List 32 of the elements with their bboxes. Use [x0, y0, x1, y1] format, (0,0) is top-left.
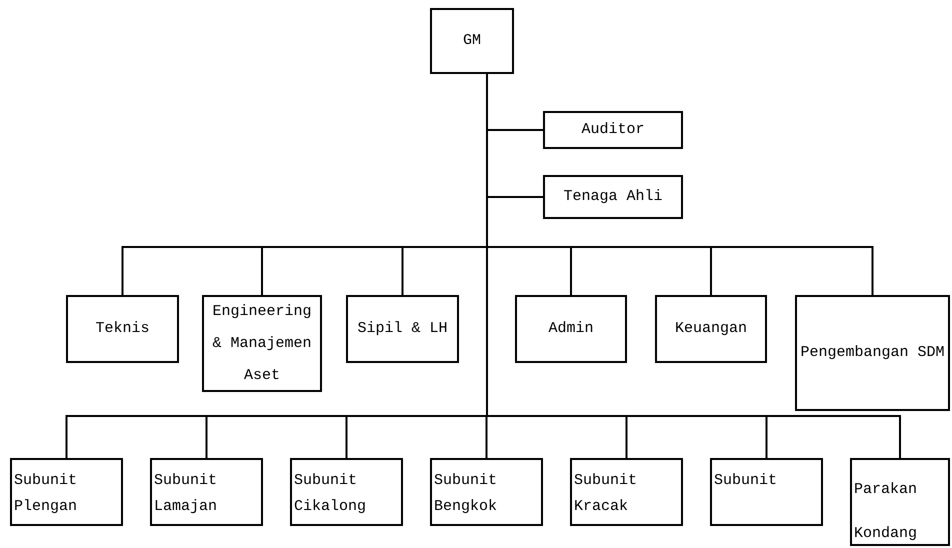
org-box	[570, 458, 683, 526]
org-box	[430, 8, 514, 74]
box-label: GM	[462, 30, 481, 51]
org-box	[850, 458, 950, 546]
box-label: Subunit Lamajan	[154, 471, 218, 517]
org-box	[515, 295, 627, 363]
box-label: Tenaga Ahli	[563, 186, 663, 207]
org-box	[290, 458, 403, 526]
box-label: Engineering & Manajemen Aset	[211, 302, 313, 386]
box-label: Subunit Bengkok	[434, 471, 498, 517]
org-box	[202, 295, 322, 392]
box-label: Subunit Kracak	[574, 471, 638, 517]
box-label: Auditor	[581, 120, 644, 140]
box-label: Pengembangan SDM	[800, 343, 945, 363]
box-label: Keuangan	[674, 318, 747, 339]
box-label: Teknis	[95, 318, 150, 339]
box-label: Parakan Kondang	[854, 480, 918, 544]
org-box	[710, 458, 823, 526]
org-box	[430, 458, 543, 526]
org-box	[66, 295, 179, 363]
org-box	[150, 458, 263, 526]
org-box	[543, 175, 683, 219]
box-label: Sipil & LH	[357, 318, 448, 339]
box-label: Subunit Cikalong	[294, 471, 368, 517]
org-box	[346, 295, 459, 363]
org-box	[543, 111, 683, 149]
org-box	[795, 295, 950, 411]
box-label: Admin	[548, 318, 594, 339]
org-box	[10, 458, 123, 526]
org-box	[655, 295, 767, 363]
box-label: Subunit Plengan	[14, 471, 78, 517]
box-label: Subunit	[714, 471, 778, 491]
